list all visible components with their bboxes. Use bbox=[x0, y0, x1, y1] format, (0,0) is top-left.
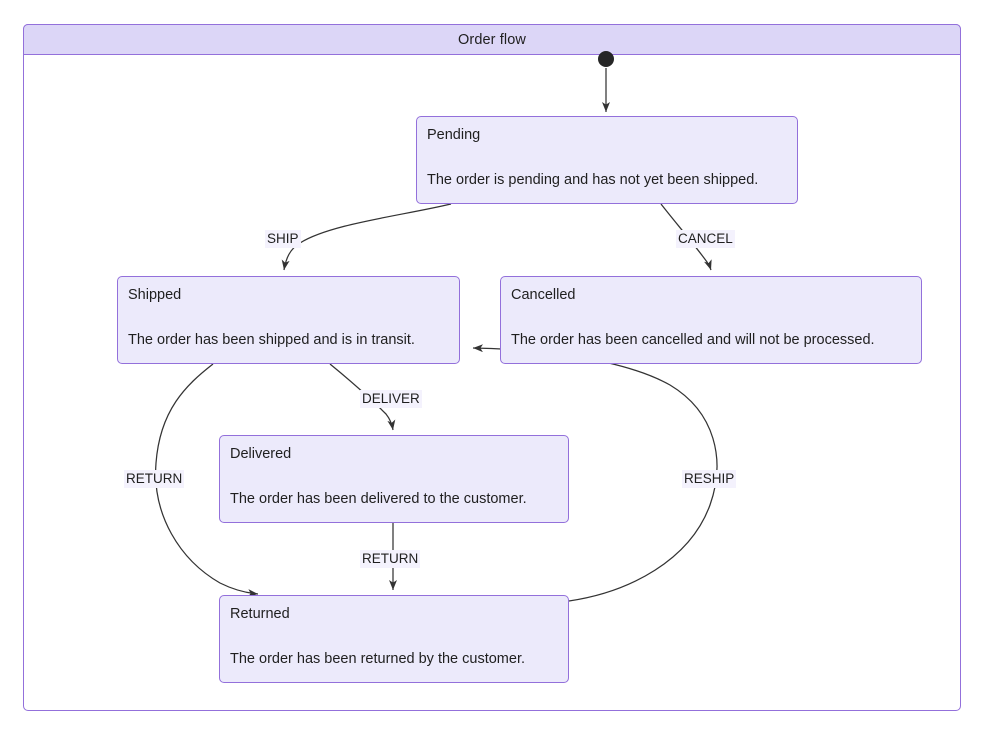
edge-label-deliver: DELIVER bbox=[360, 390, 422, 408]
state-node-delivered[interactable]: Delivered The order has been delivered t… bbox=[219, 435, 569, 523]
state-node-pending[interactable]: Pending The order is pending and has not… bbox=[416, 116, 798, 204]
edge-label-return-from-delivered: RETURN bbox=[360, 550, 421, 568]
state-node-returned[interactable]: Returned The order has been returned by … bbox=[219, 595, 569, 683]
state-description-shipped: The order has been shipped and is in tra… bbox=[128, 332, 415, 348]
cluster-title: Order flow bbox=[458, 31, 526, 48]
start-state-node bbox=[598, 51, 614, 67]
state-node-cancelled[interactable]: Cancelled The order has been cancelled a… bbox=[500, 276, 922, 364]
state-title-cancelled: Cancelled bbox=[511, 287, 576, 303]
edge-label-return-from-shipped: RETURN bbox=[124, 470, 185, 488]
state-node-shipped[interactable]: Shipped The order has been shipped and i… bbox=[117, 276, 460, 364]
state-title-shipped: Shipped bbox=[128, 287, 182, 303]
state-title-returned: Returned bbox=[230, 606, 290, 622]
state-title-delivered: Delivered bbox=[230, 446, 292, 462]
edge-label-ship: SHIP bbox=[265, 230, 301, 248]
state-description-cancelled: The order has been cancelled and will no… bbox=[511, 332, 875, 348]
state-description-returned: The order has been returned by the custo… bbox=[230, 651, 526, 667]
edge-label-reship: RESHIP bbox=[682, 470, 737, 488]
state-description-pending: The order is pending and has not yet bee… bbox=[427, 172, 759, 188]
edge-label-cancel: CANCEL bbox=[676, 230, 735, 248]
cluster-title-bar: Order flow bbox=[23, 24, 961, 55]
state-description-delivered: The order has been delivered to the cust… bbox=[230, 491, 527, 507]
state-title-pending: Pending bbox=[427, 127, 481, 143]
